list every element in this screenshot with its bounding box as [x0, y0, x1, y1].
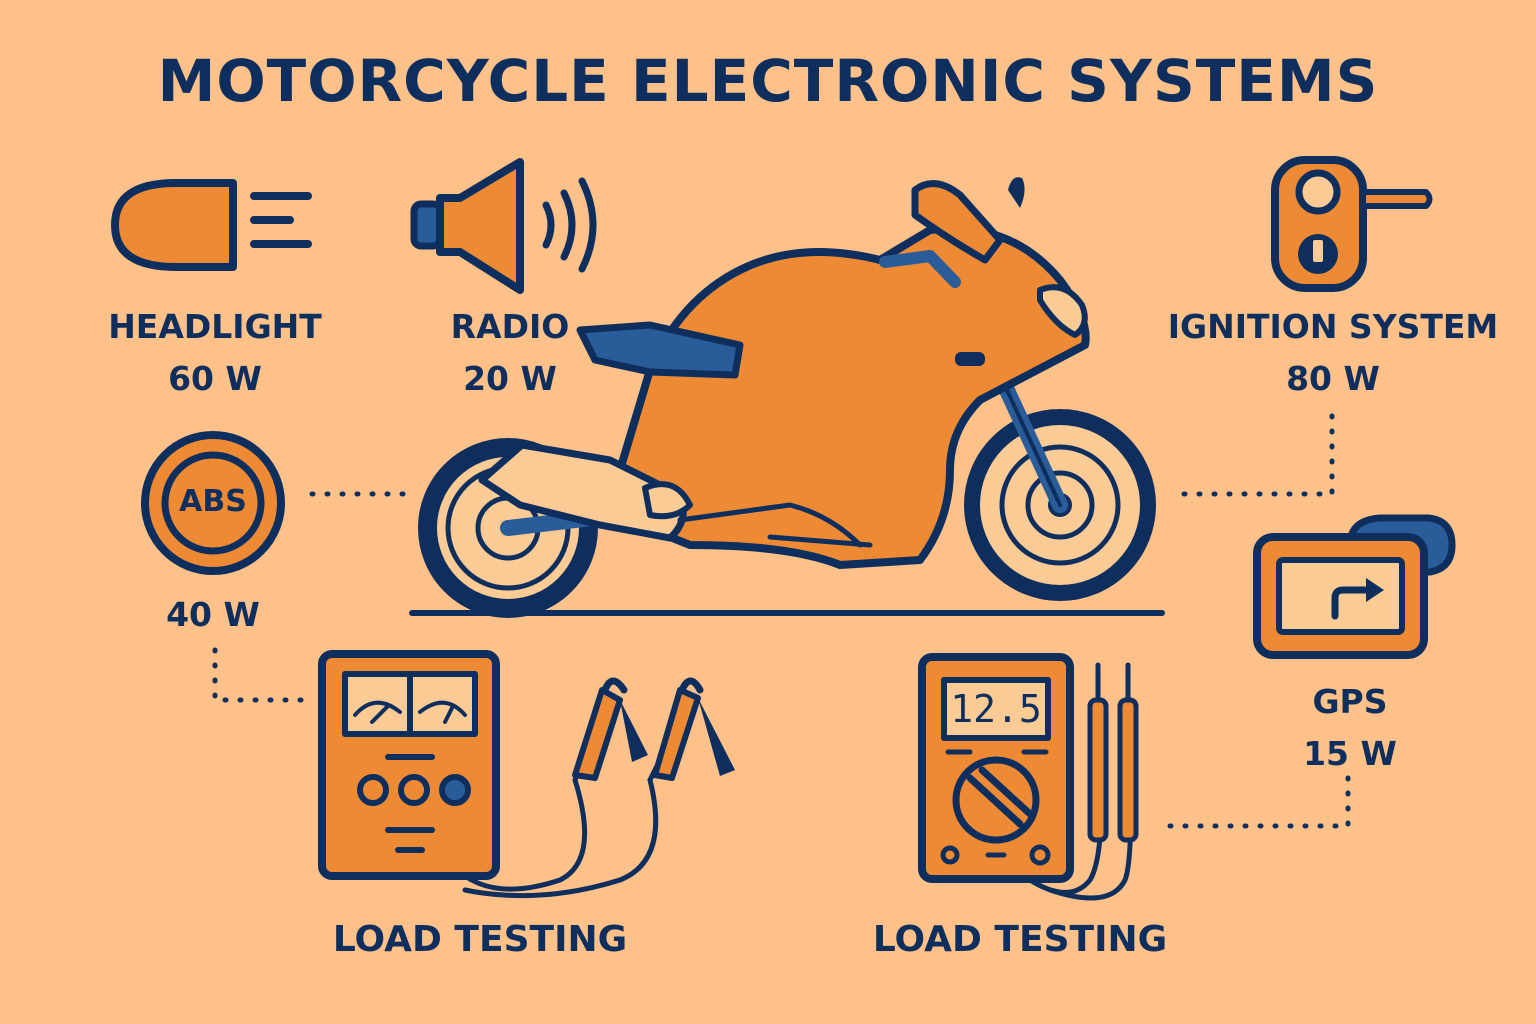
radio-watts: 20 W: [463, 359, 557, 398]
headlight-watts: 60 W: [168, 359, 262, 398]
analog-load-tester-icon: [318, 650, 735, 899]
page-title: MOTORCYCLE ELECTRONIC SYSTEMS: [157, 47, 1379, 115]
ignition-watts: 80 W: [1286, 359, 1380, 398]
ignition-switch-icon: [1271, 156, 1433, 292]
headlight-icon: [111, 179, 312, 271]
speaker-icon: [410, 158, 597, 294]
ignition-label: IGNITION SYSTEM: [1167, 307, 1499, 346]
gps-watts: 15 W: [1303, 734, 1397, 773]
headlight-label: HEADLIGHT: [108, 307, 322, 346]
motorcycle-illustration: [409, 177, 1165, 618]
digital-tester-label: LOAD TESTING: [872, 919, 1168, 960]
abs-badge-text: ABS: [179, 484, 247, 519]
abs-watts: 40 W: [166, 595, 260, 634]
radio-label: RADIO: [450, 307, 570, 346]
gps-navigator-icon: [1253, 514, 1456, 659]
gps-label: GPS: [1312, 682, 1388, 721]
multimeter-reading: 12.5: [950, 687, 1042, 731]
digital-multimeter-icon: [918, 653, 1139, 901]
connector-lines: [212, 399, 1351, 829]
analog-tester-label: LOAD TESTING: [332, 919, 628, 960]
abs-icon: [141, 431, 285, 575]
